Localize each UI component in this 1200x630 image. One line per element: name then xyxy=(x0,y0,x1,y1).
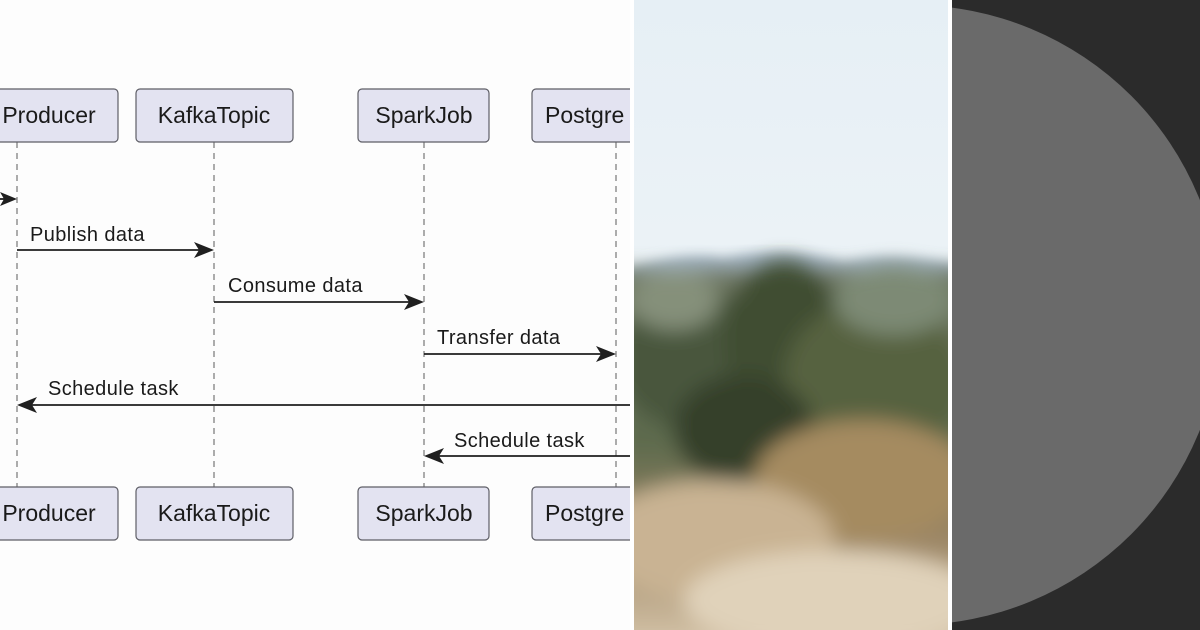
participant-producer-top: Producer xyxy=(0,88,119,143)
participant-label: Postgre xyxy=(545,102,624,128)
participant-postgres-bottom: Postgre xyxy=(531,486,630,541)
participant-spark-bottom: SparkJob xyxy=(357,486,490,541)
sequence-diagram: Producer KafkaTopic SparkJob Postgre Pub… xyxy=(0,88,630,541)
arrowhead xyxy=(404,294,424,310)
participant-kafka-top: KafkaTopic xyxy=(135,88,294,143)
participant-label: SparkJob xyxy=(375,102,472,128)
participant-label: KafkaTopic xyxy=(158,500,271,526)
participant-label: SparkJob xyxy=(375,500,472,526)
blurred-landscape-image xyxy=(634,0,948,630)
gray-disc-graphic xyxy=(952,7,1200,623)
participant-kafka-bottom: KafkaTopic xyxy=(135,486,294,541)
sequence-diagram-panel: Producer KafkaTopic SparkJob Postgre Pub… xyxy=(0,88,630,541)
participant-label: KafkaTopic xyxy=(158,102,271,128)
landscape-photo xyxy=(634,0,948,630)
message-label: Schedule task xyxy=(454,430,585,452)
arrowhead xyxy=(424,448,444,464)
message-label: Publish data xyxy=(30,224,145,246)
arrowhead xyxy=(194,242,214,258)
arrowhead xyxy=(596,346,616,362)
participant-label: Producer xyxy=(2,102,96,128)
participant-spark-top: SparkJob xyxy=(357,88,490,143)
message-label: Transfer data xyxy=(437,327,561,349)
message-label: Schedule task xyxy=(48,378,179,400)
panel-divider xyxy=(630,0,634,630)
incoming-arrowhead xyxy=(0,192,17,206)
arrowhead xyxy=(17,397,37,413)
participant-postgres-top: Postgre xyxy=(531,88,630,143)
participant-label: Producer xyxy=(2,500,96,526)
participant-producer-bottom: Producer xyxy=(0,486,119,541)
panel-divider xyxy=(948,0,952,630)
participant-label: Postgre xyxy=(545,500,624,526)
gray-disc xyxy=(952,7,1200,623)
dark-panel xyxy=(952,0,1200,630)
message-label: Consume data xyxy=(228,275,363,297)
